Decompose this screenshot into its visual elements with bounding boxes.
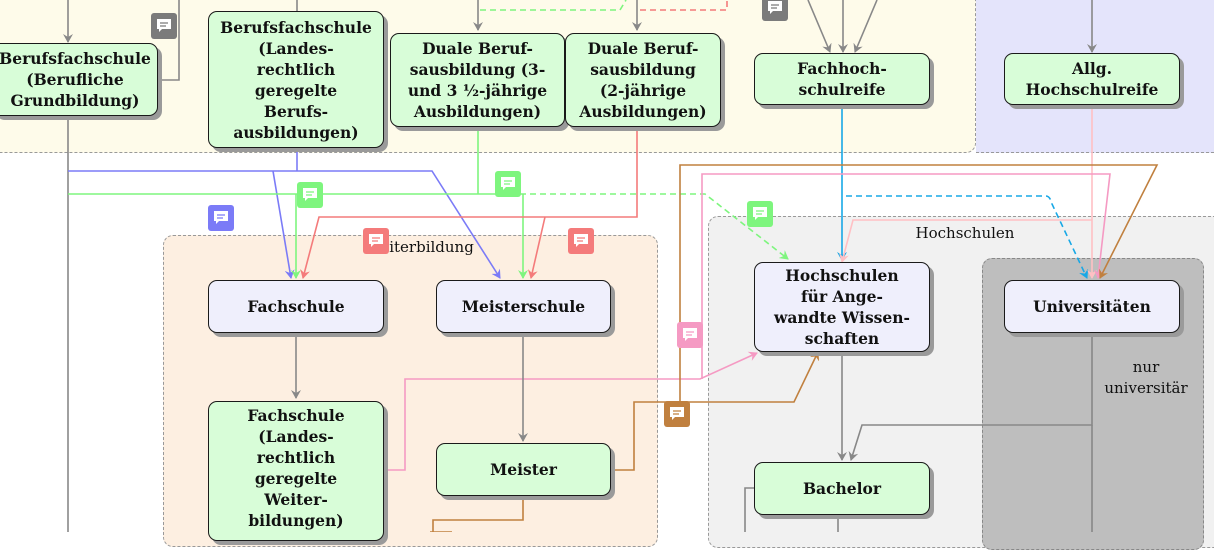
node-berufsfachschule-grundbildung[interactable]: Berufsfachschule (Berufliche Grundbildun… <box>0 43 158 116</box>
connection-lines <box>63 0 1159 532</box>
comment-icon[interactable] <box>297 182 323 208</box>
node-bachelor[interactable]: Bachelor <box>754 462 930 515</box>
comment-icon[interactable] <box>208 205 234 231</box>
nur-universitaer-label: nur universitär <box>1104 358 1188 397</box>
node-berufsfachschule-landes[interactable]: Berufsfachschule (Landes- rechtlich gere… <box>208 11 384 148</box>
node-fachschule-landes[interactable]: Fachschule (Landes- rechtlich geregelte … <box>208 401 384 541</box>
node-duale-berufsausbildung-2[interactable]: Duale Beruf- sausbildung (2-jährige Ausb… <box>565 33 721 127</box>
comment-icon[interactable] <box>747 201 773 227</box>
comment-icon[interactable] <box>568 228 594 254</box>
node-universitaeten[interactable]: Universitäten <box>1004 280 1180 333</box>
weiterbildung-label: Weiterbildung <box>366 238 474 256</box>
node-meister[interactable]: Meister <box>436 443 611 496</box>
comment-icon[interactable] <box>151 13 177 39</box>
comment-icon[interactable] <box>495 171 521 197</box>
comment-icon[interactable] <box>762 0 788 21</box>
comment-icon[interactable] <box>363 228 389 254</box>
node-fachhochschulreife[interactable]: Fachhoch- schulreife <box>754 53 930 105</box>
node-meisterschule[interactable]: Meisterschule <box>436 280 611 333</box>
node-duale-berufsausbildung-3[interactable]: Duale Beruf- sausbildung (3- und 3 ½-jäh… <box>390 33 565 127</box>
node-allg-hochschulreife[interactable]: Allg. Hochschulreife <box>1004 53 1180 105</box>
comment-icon[interactable] <box>677 322 703 348</box>
node-hochschulen-angewandte-wissenschaften[interactable]: Hochschulen für Ange- wandte Wissen- sch… <box>754 262 930 352</box>
node-fachschule[interactable]: Fachschule <box>208 280 384 333</box>
comment-icon[interactable] <box>664 401 690 427</box>
hochschulen-label: Hochschulen <box>915 224 1015 242</box>
